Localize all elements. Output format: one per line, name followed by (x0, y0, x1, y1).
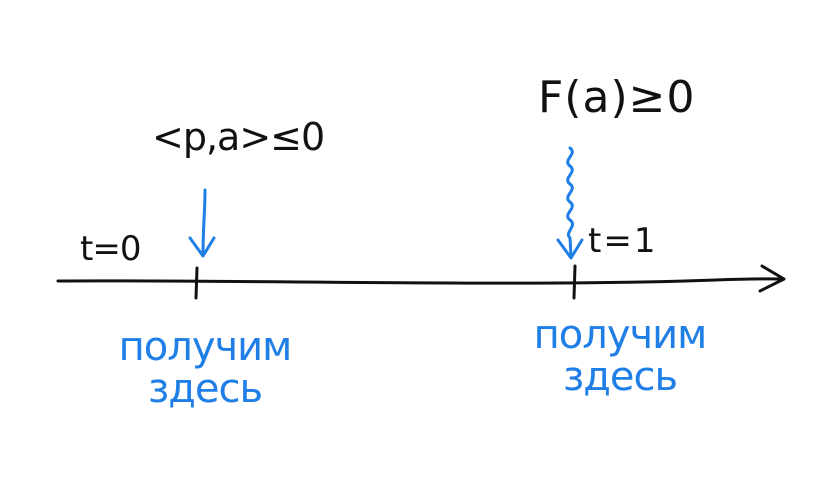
axis-arrowhead (758, 264, 786, 293)
time-axis-line (56, 277, 784, 285)
left-blue-arrowhead (188, 236, 216, 258)
tick-t1 (572, 264, 577, 300)
right-blue-note: получим здесь (495, 314, 745, 398)
right-note-line1: получим (533, 312, 708, 358)
left-note-line1: получим (118, 324, 293, 370)
left-blue-arrow (201, 188, 207, 256)
right-wavy-arrow (566, 146, 574, 258)
left-note-line2: здесь (147, 366, 263, 412)
left-blue-note: получим здесь (80, 326, 330, 410)
inner-product-condition: <p,a>≤0 (152, 115, 325, 159)
right-note-line2: здесь (562, 354, 678, 400)
right-wavy-arrowhead (556, 238, 584, 260)
f-of-a-condition: F(a)≥0 (538, 72, 696, 123)
label-t-one: t=1 (588, 221, 658, 261)
label-t-zero: t=0 (80, 229, 141, 269)
tick-t0 (194, 266, 199, 300)
